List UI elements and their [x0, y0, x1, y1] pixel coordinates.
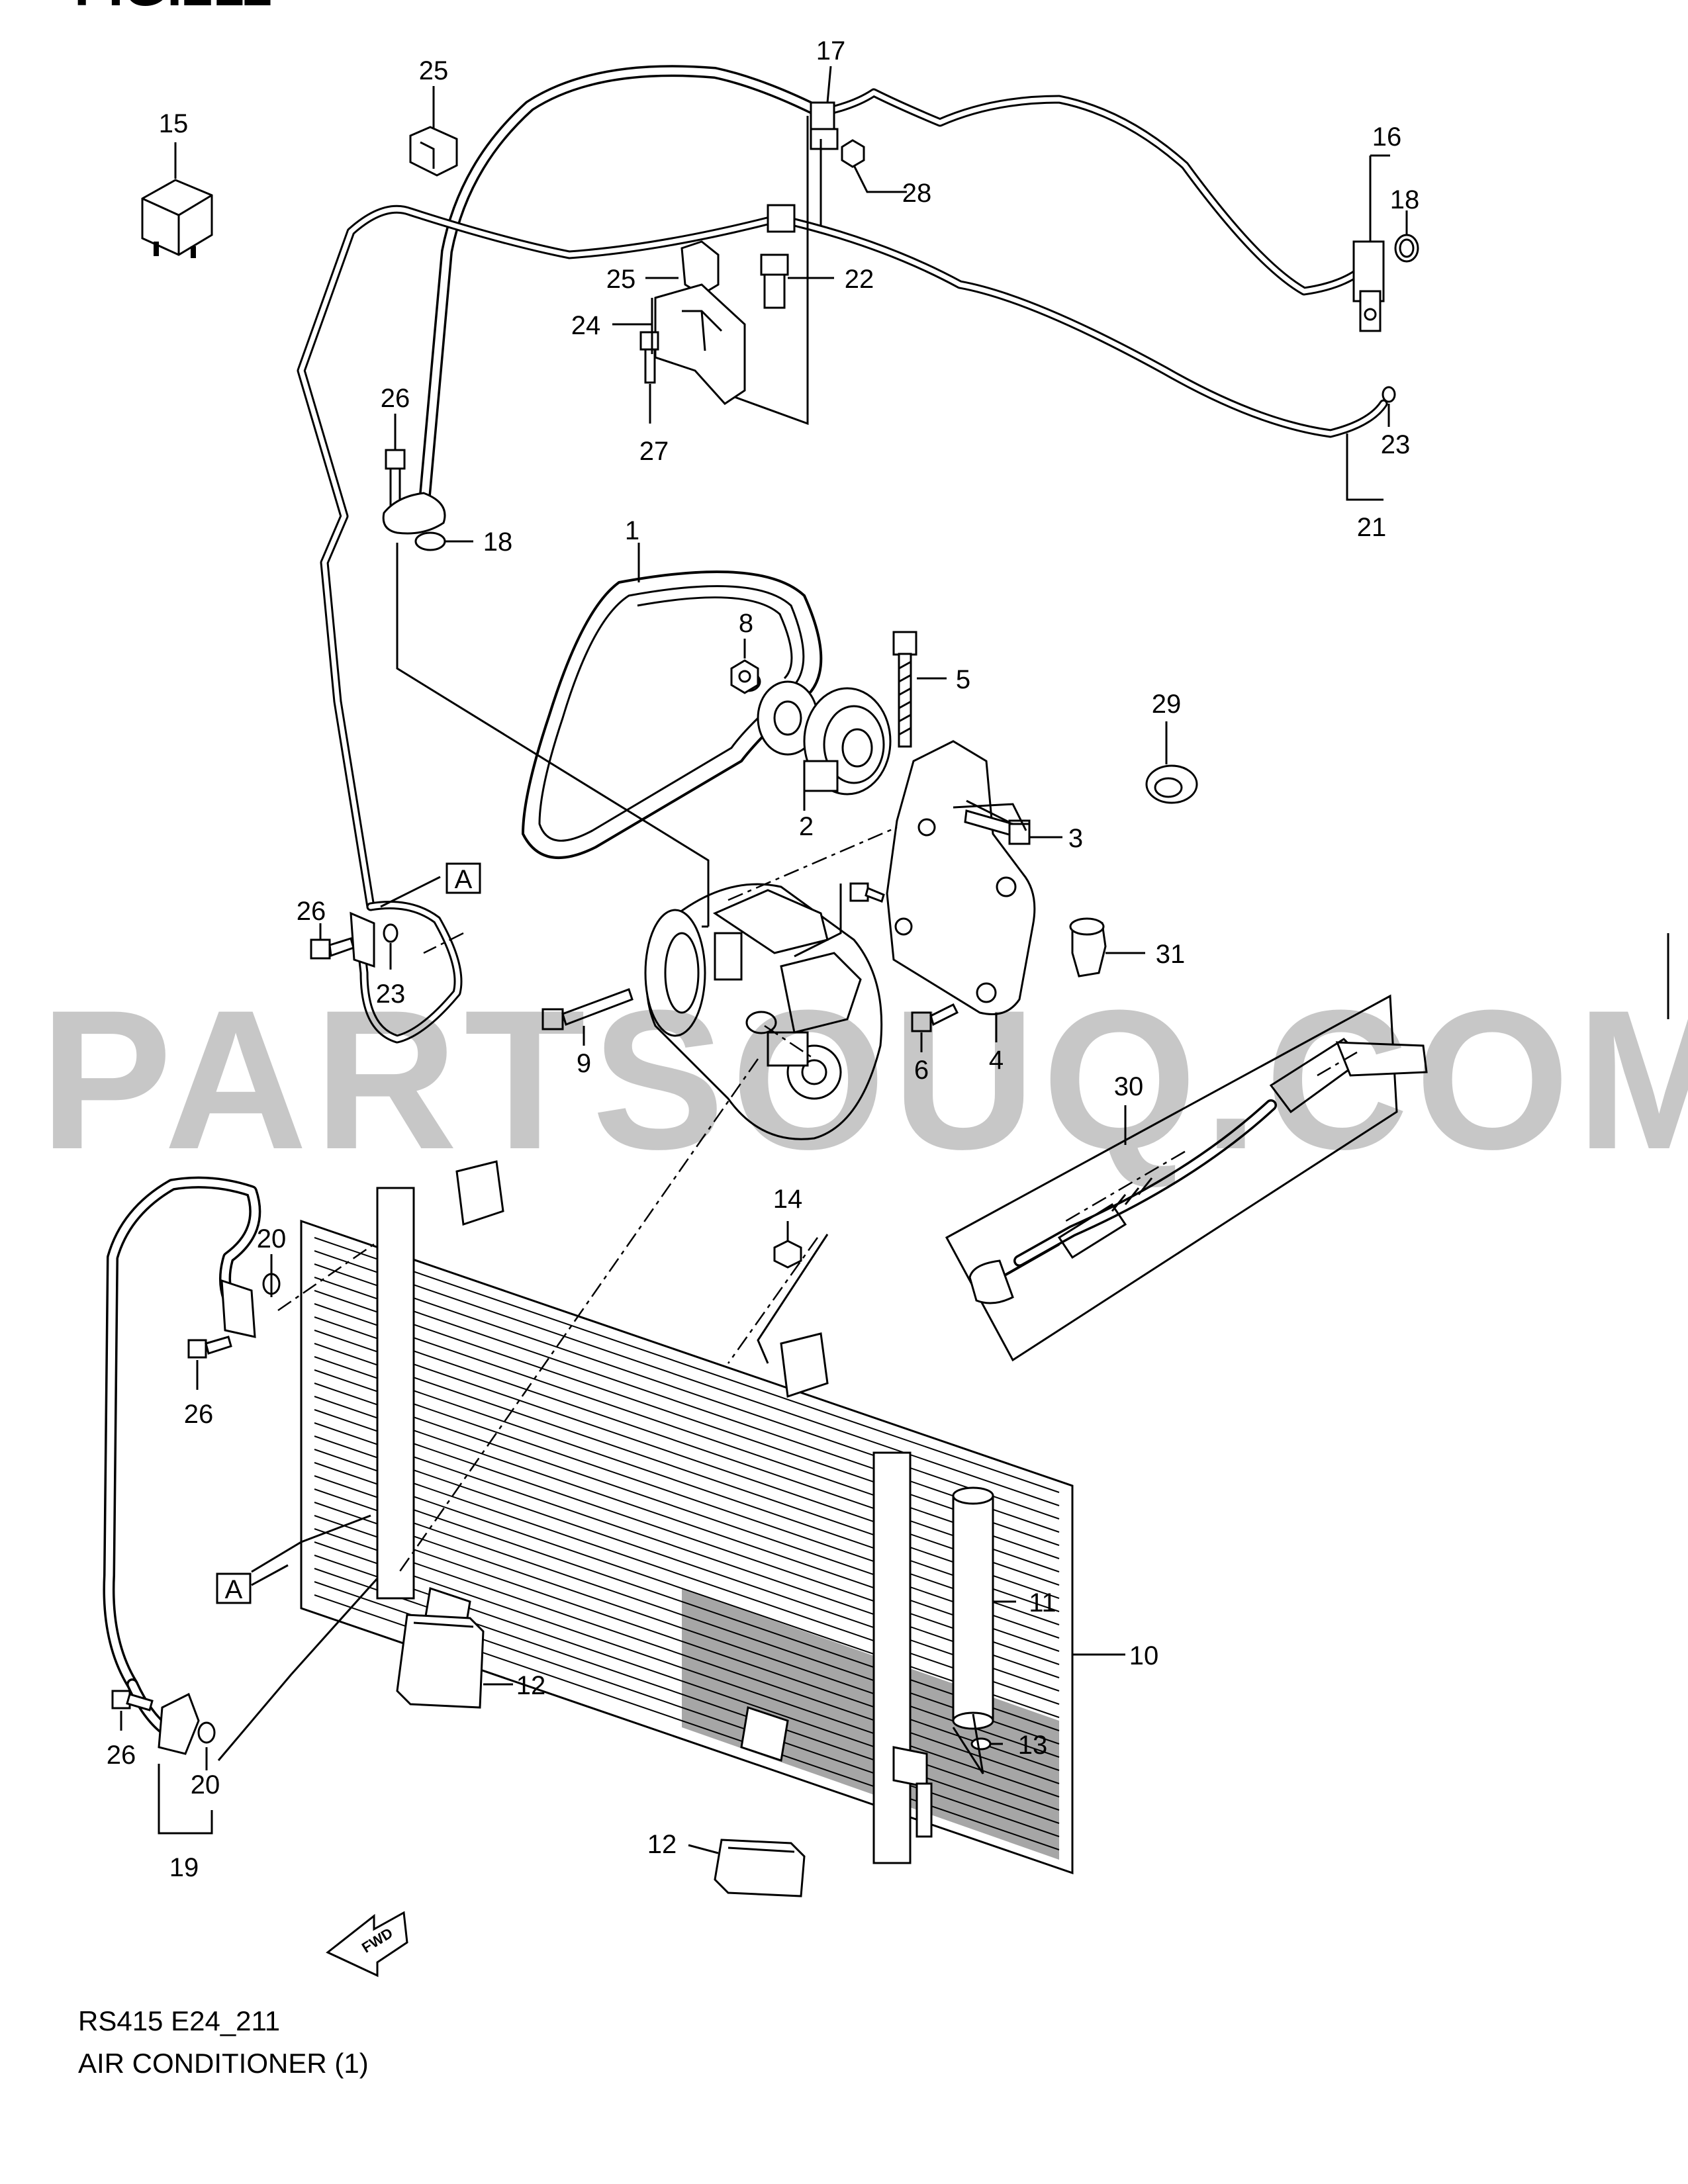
callout-14: 14 — [773, 1185, 803, 1214]
footer-code: RS415 E24_211 — [78, 2005, 280, 2036]
callout-12-top: 12 — [516, 1671, 546, 1700]
leader-lines — [120, 66, 1408, 1854]
bolt-9 — [541, 988, 633, 1030]
callout-12-bottom: 12 — [647, 1830, 677, 1859]
stud-3 — [964, 809, 1031, 845]
plug-31 — [1069, 917, 1107, 978]
pulley — [735, 671, 892, 796]
pipe-lines — [103, 65, 1388, 1743]
pressure-switch — [760, 204, 796, 309]
callout-26-lower: 26 — [107, 1741, 136, 1770]
callout-15: 15 — [159, 109, 189, 138]
pad-12-bottom — [714, 1839, 806, 1897]
callout-8: 8 — [739, 609, 753, 638]
callout-23-left: 23 — [376, 979, 406, 1009]
fitting-16 — [1352, 234, 1419, 332]
callout-9: 9 — [577, 1049, 591, 1078]
o-ring-13 — [970, 1737, 992, 1751]
bolt-small — [849, 882, 869, 902]
callout-20-top: 20 — [257, 1224, 287, 1253]
pipe-bracket — [310, 911, 399, 968]
callout-11: 11 — [1029, 1588, 1056, 1617]
ref-marker-bottom: A — [216, 1564, 289, 1604]
callout-4: 4 — [989, 1046, 1004, 1075]
callout-2: 2 — [799, 812, 814, 841]
fitting-18 — [382, 449, 446, 551]
callout-30: 30 — [1114, 1072, 1144, 1101]
callout-18-right: 18 — [1390, 185, 1420, 214]
callout-1: 1 — [625, 516, 639, 545]
callout-28: 28 — [902, 179, 932, 208]
callout-25-top: 25 — [419, 56, 449, 85]
watermark: PARTSOUQ.COM — [40, 968, 1688, 1191]
callout-20-bottom: 20 — [191, 1770, 220, 1799]
cap-29 — [1145, 764, 1198, 804]
callout-29: 29 — [1152, 690, 1182, 719]
callout-25-mid: 25 — [606, 265, 636, 294]
compressor — [644, 883, 883, 1140]
drive-belt — [521, 570, 823, 859]
callout-6: 6 — [914, 1056, 929, 1085]
callout-3: 3 — [1068, 824, 1083, 853]
callout-21: 21 — [1357, 513, 1387, 542]
figure-title: FIG.211 — [74, 0, 272, 17]
callout-17: 17 — [816, 36, 846, 66]
ref-marker-top: A — [445, 862, 481, 894]
callout-27: 27 — [639, 437, 669, 466]
condenser-fins — [314, 1237, 1060, 1860]
bolt-6 — [911, 1003, 959, 1032]
nut-8 — [730, 659, 759, 694]
nut-28 — [841, 139, 865, 168]
clamp-25-top — [409, 126, 458, 177]
receiver-dryer — [952, 1486, 994, 1730]
callout-19: 19 — [169, 1853, 199, 1882]
svg-text:A: A — [225, 1575, 243, 1604]
o-ring-23-right — [1382, 386, 1396, 403]
callout-labels: 1 2 3 4 5 6 8 9 10 11 12 12 13 14 15 16 … — [107, 36, 1420, 1882]
bolt-27 — [639, 331, 659, 384]
callout-13: 13 — [1018, 1731, 1048, 1760]
callout-26-middle: 26 — [297, 897, 326, 926]
fwd-arrow: FWD — [326, 1911, 408, 1978]
callout-10: 10 — [1129, 1641, 1159, 1670]
relay — [141, 179, 213, 258]
callout-23-right: 23 — [1381, 430, 1411, 459]
callout-26-upper: 26 — [381, 384, 410, 413]
callout-31: 31 — [1156, 940, 1186, 969]
callout-18-left: 18 — [483, 527, 513, 557]
callout-26-hose: 26 — [184, 1400, 214, 1429]
callout-24: 24 — [571, 311, 601, 340]
hose-19-fittings — [111, 1273, 281, 1755]
callout-22: 22 — [845, 265, 874, 294]
bolt-5 — [892, 631, 917, 748]
svg-text:A: A — [455, 865, 473, 894]
callout-16: 16 — [1372, 122, 1402, 152]
callout-5: 5 — [956, 665, 970, 694]
bolt-14 — [773, 1240, 802, 1269]
footer-name: AIR CONDITIONER (1) — [78, 2048, 369, 2079]
pad-12-top — [396, 1614, 485, 1709]
bracket-24 — [654, 240, 746, 405]
